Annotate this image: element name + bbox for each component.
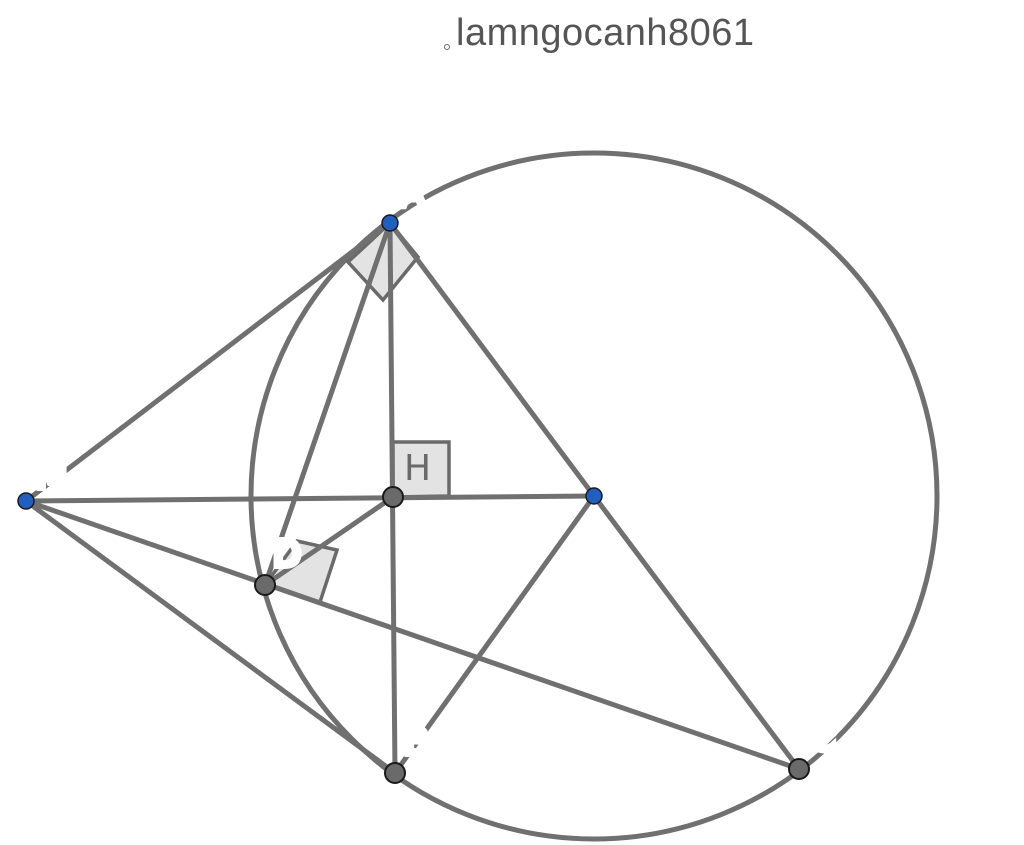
label-h: H — [404, 448, 431, 489]
label-a: A — [400, 174, 425, 215]
segment-mb — [23, 498, 398, 776]
right-angle-mark-a — [345, 220, 421, 303]
segment-mo — [23, 493, 597, 504]
watermark-text: lamngocanh8061 — [456, 12, 755, 54]
point-b — [384, 762, 406, 784]
point-a — [381, 214, 399, 232]
label-m: M — [36, 456, 67, 497]
segment-ma — [23, 220, 393, 504]
point-o — [585, 487, 603, 505]
segment-hd — [262, 494, 396, 588]
label-o: O — [607, 450, 635, 491]
point-c — [788, 758, 810, 780]
point-m — [17, 492, 35, 510]
segment-mc — [23, 498, 802, 772]
label-b: B — [404, 722, 429, 763]
watermark: lamngocanh8061 — [444, 10, 755, 56]
point-h — [382, 486, 404, 508]
segment-ob — [392, 493, 597, 776]
label-d: D — [273, 534, 301, 575]
label-c: C — [810, 718, 835, 759]
segments-group — [23, 220, 802, 776]
segment-ao — [387, 220, 597, 499]
segment-ad — [262, 220, 393, 588]
segment-oc — [591, 493, 802, 772]
watermark-dot-icon — [444, 44, 450, 50]
point-d — [254, 574, 276, 596]
circle-o — [248, 150, 940, 842]
